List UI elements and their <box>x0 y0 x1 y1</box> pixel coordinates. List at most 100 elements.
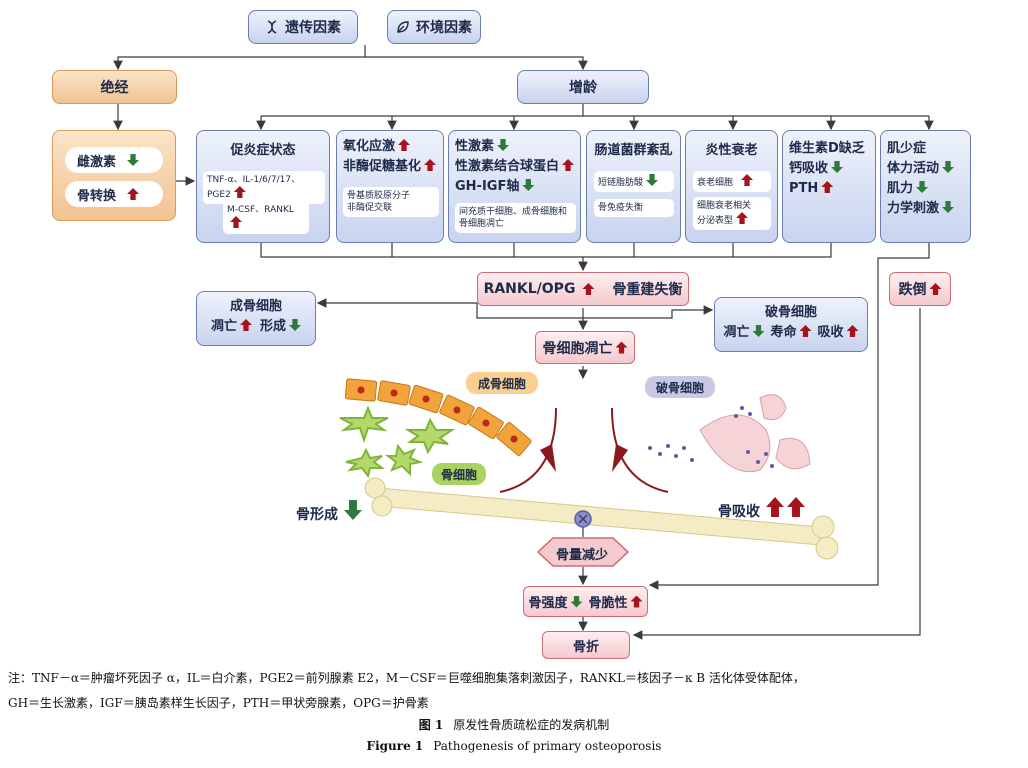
falls-label: 跌倒 <box>898 282 927 298</box>
osteoclast-resorption-label: 吸收 <box>817 325 844 340</box>
sex-hormone-label: 性激素 <box>455 139 495 154</box>
osteoblast-formation-label: 形成 <box>260 319 287 334</box>
activity-title: 体力活动 <box>881 157 970 177</box>
gut-card: 肠道菌群紊乱 短链脂肪酸 骨免疫失衡 <box>586 130 681 243</box>
abbreviation-note-line1: 注：TNF－α＝肿瘤坏死因子 α，IL＝白介素，PGE2＝前列腺素 E2，M－C… <box>8 671 805 685</box>
osteoblast-box: 成骨细胞 凋亡 形成 <box>196 291 316 346</box>
osteocyte-cells <box>339 405 456 479</box>
bone-resorption-text: 骨吸收 <box>718 504 760 520</box>
senescent-cells-chip: 衰老细胞 <box>693 171 771 192</box>
osteoclast-box: 破骨细胞 凋亡 寿命 吸收 <box>714 297 868 352</box>
cytokines-chip: TNF-α、IL-1/6/7/17、PGE2 <box>203 171 325 204</box>
calcium-title: 钙吸收 <box>783 157 875 177</box>
estrogen-label: 雌激素 <box>77 154 117 170</box>
osteocyte-apoptosis-label: 骨细胞凋亡 <box>542 340 613 357</box>
muscle-strength-title: 肌力 <box>881 177 970 197</box>
turnover-label: 骨转换 <box>77 188 117 204</box>
mcsf-label: M-CSF、RANKL <box>227 205 294 215</box>
osteoclast-effects: 凋亡 寿命 吸收 <box>715 321 867 341</box>
gh-igf-label: GH-IGF轴 <box>455 179 520 194</box>
senescent-cells-label: 衰老细胞 <box>697 178 734 188</box>
caption-cn-label: 图 1 <box>418 718 444 732</box>
figure-caption-cn: 图 1 原发性骨质疏松症的发病机制 <box>0 716 1028 733</box>
fracture-box: 骨折 <box>542 631 630 659</box>
rankl-opg-label: RANKL/OPG <box>483 281 576 297</box>
glycation-label: 非酶促糖基化 <box>343 159 422 174</box>
osteoclast-apoptosis-label: 凋亡 <box>723 325 750 340</box>
menopause-effects-box: 雌激素 骨转换 <box>52 130 176 221</box>
senescence-title: 炎性衰老 <box>705 143 758 158</box>
fulcrum-icon <box>574 510 592 528</box>
mechanical-title: 力学刺激 <box>881 197 970 217</box>
estrogen-pill: 雌激素 <box>65 147 163 173</box>
osteocyte-tag: 骨细胞 <box>432 463 486 485</box>
rankl-opg-box: RANKL/OPG 骨重建失衡 <box>477 272 689 306</box>
curved-arrowheads <box>540 444 628 472</box>
senescence-card: 炎性衰老 衰老细胞 细胞衰老相关 分泌表型 <box>685 130 778 243</box>
up-arrow-icon <box>766 497 784 517</box>
sarcopenia-title: 肌少症 <box>887 141 927 156</box>
genetic-factor-box: 遗传因素 <box>248 10 358 44</box>
curved-arrows <box>499 407 669 493</box>
inflammation-card: 促炎症状态 TNF-α、IL-1/6/7/17、PGE2 M-CSF、RANKL <box>196 130 330 243</box>
hormone-card: 性激素 性激素结合球蛋白 GH-IGF轴 间充质干细胞、成骨细胞和 骨细胞凋亡 <box>448 130 581 243</box>
msc-apoptosis-chip: 间充质干细胞、成骨细胞和 骨细胞凋亡 <box>455 203 576 233</box>
pth-label: PTH <box>789 181 819 196</box>
osteoblast-title: 成骨细胞 <box>229 299 282 314</box>
sarcopenia-card: 肌少症 体力活动 肌力 力学刺激 <box>880 130 971 243</box>
bone-brittleness-label: 骨脆性 <box>588 596 628 611</box>
menopause-box: 绝经 <box>52 70 177 104</box>
caption-en-text: Pathogenesis of primary osteoporosis <box>433 739 662 753</box>
up-arrow-icon <box>630 595 643 608</box>
fracture-label: 骨折 <box>572 639 599 655</box>
aging-box: 增龄 <box>517 70 649 104</box>
down-arrow-icon <box>570 595 583 608</box>
environment-label: 环境因素 <box>416 20 472 36</box>
osteoblast-effects: 凋亡 形成 <box>197 315 315 335</box>
osteoclast-title: 破骨细胞 <box>764 305 817 320</box>
bone-strength-label: 骨强度 <box>528 596 568 611</box>
scfa-label: 短链脂肪酸 <box>598 178 644 188</box>
inflammation-title: 促炎症状态 <box>230 143 296 158</box>
scfa-chip: 短链脂肪酸 <box>594 171 674 192</box>
shbg-title: 性激素结合球蛋白 <box>449 155 580 175</box>
abbreviation-note-line2: GH＝生长激素，IGF＝胰岛素样生长因子，PTH＝甲状旁腺素，OPG＝护骨素 <box>8 696 429 710</box>
falls-box: 跌倒 <box>889 272 951 306</box>
bone-loss-label: 骨量减少 <box>556 548 609 563</box>
caption-en-label: Figure 1 <box>366 739 424 753</box>
glycation-title: 非酶促糖基化 <box>337 155 443 175</box>
oxidative-title: 氧化应激 <box>337 131 443 155</box>
bone-formation-label: 骨形成 <box>296 500 362 524</box>
osteoblast-apoptosis-label: 凋亡 <box>210 319 237 334</box>
vitamin-d-card: 维生素D缺乏 钙吸收 PTH <box>782 130 876 243</box>
vitamin-d-title: 维生素D缺乏 <box>789 141 865 156</box>
osteoclast-tag: 破骨细胞 <box>645 376 715 398</box>
genetic-label: 遗传因素 <box>285 20 341 36</box>
osteoblast-tag: 成骨细胞 <box>466 372 538 394</box>
bone-formation-text: 骨形成 <box>296 507 338 523</box>
mcsf-chip: M-CSF、RANKL <box>223 201 309 234</box>
oxidative-card: 氧化应激 非酶促糖基化 骨基质胶原分子 非酶促交联 <box>336 130 444 243</box>
osteocyte-apoptosis-box: 骨细胞凋亡 <box>535 331 635 364</box>
caption-cn-text: 原发性骨质疏松症的发病机制 <box>453 718 610 732</box>
osteoblast-cells <box>344 378 532 456</box>
remodeling-imbalance-label: 骨重建失衡 <box>612 282 683 298</box>
osteoclast-lifespan-label: 寿命 <box>770 325 797 340</box>
bone-resorption-label: 骨吸收 <box>718 497 805 521</box>
activity-label: 体力活动 <box>887 161 940 176</box>
turnover-pill: 骨转换 <box>65 181 163 207</box>
environment-factor-box: 环境因素 <box>387 10 481 44</box>
pth-title: PTH <box>783 177 875 197</box>
figure-caption-en: Figure 1 Pathogenesis of primary osteopor… <box>0 739 1028 753</box>
dna-icon <box>267 20 277 34</box>
shbg-label: 性激素结合球蛋白 <box>455 159 560 174</box>
gh-igf-title: GH-IGF轴 <box>449 175 580 195</box>
sex-hormone-title: 性激素 <box>449 131 580 155</box>
cytokines-label: TNF-α、IL-1/6/7/17、PGE2 <box>207 175 301 200</box>
sasp-chip: 细胞衰老相关 分泌表型 <box>693 197 771 230</box>
bone-loss-shape <box>536 537 630 567</box>
oxidative-label: 氧化应激 <box>343 139 396 154</box>
calcium-label: 钙吸收 <box>789 161 829 176</box>
